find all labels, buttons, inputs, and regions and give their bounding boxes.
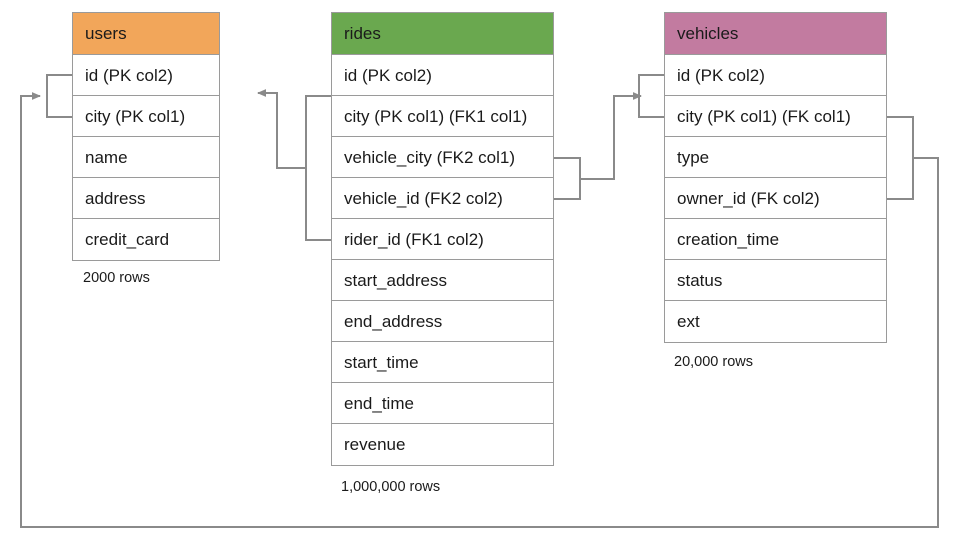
field-vehicles-owner-id[interactable]: owner_id (FK col2) <box>665 178 886 219</box>
field-vehicles-id[interactable]: id (PK col2) <box>665 55 886 96</box>
field-users-credit-card[interactable]: credit_card <box>85 230 170 249</box>
field-rides-id[interactable]: id (PK col2) <box>332 55 553 96</box>
field-rides-start-time[interactable]: start_time <box>332 342 553 383</box>
field-vehicles-status[interactable]: status <box>665 260 886 301</box>
entity-rides[interactable]: rides id (PK col2) city (PK col1) (FK1 c… <box>331 12 554 466</box>
field-users-id[interactable]: id (PK col2) <box>73 55 219 96</box>
entity-users-header: users <box>73 13 219 55</box>
field-vehicles-type[interactable]: type <box>665 137 886 178</box>
field-rides-end-address[interactable]: end_address <box>332 301 553 342</box>
entity-vehicles-header: vehicles <box>665 13 886 55</box>
field-vehicles-creation-time[interactable]: creation_time <box>665 219 886 260</box>
field-rides-rider-id[interactable]: rider_id (FK1 col2) <box>332 219 553 260</box>
entity-users[interactable]: users id (PK col2) city (PK col1) name a… <box>72 12 220 261</box>
field-rides-vehicle-city[interactable]: vehicle_city (FK2 col1) <box>332 137 553 178</box>
rowcount-vehicles: 20,000 rows <box>674 354 753 370</box>
field-rides-city[interactable]: city (PK col1) (FK1 col1) <box>332 96 553 137</box>
field-users-city[interactable]: city (PK col1) <box>73 96 219 137</box>
entity-rides-header: rides <box>332 13 553 55</box>
connector-rides-to-users <box>257 89 331 241</box>
rowcount-users: 2000 rows <box>83 270 150 286</box>
field-rides-vehicle-id[interactable]: vehicle_id (FK2 col2) <box>332 178 553 219</box>
field-users-address[interactable]: address <box>73 178 219 219</box>
field-rides-start-address[interactable]: start_address <box>332 260 553 301</box>
rowcount-rides: 1,000,000 rows <box>341 479 441 495</box>
connector-rides-to-vehicles <box>554 74 664 200</box>
field-rides-end-time[interactable]: end_time <box>332 383 553 424</box>
field-vehicles-city[interactable]: city (PK col1) (FK col1) <box>665 96 886 137</box>
field-users-name[interactable]: name <box>73 137 219 178</box>
field-rides-revenue[interactable]: revenue <box>344 435 406 454</box>
entity-vehicles[interactable]: vehicles id (PK col2) city (PK col1) (FK… <box>664 12 887 343</box>
field-vehicles-ext[interactable]: ext <box>677 312 700 331</box>
